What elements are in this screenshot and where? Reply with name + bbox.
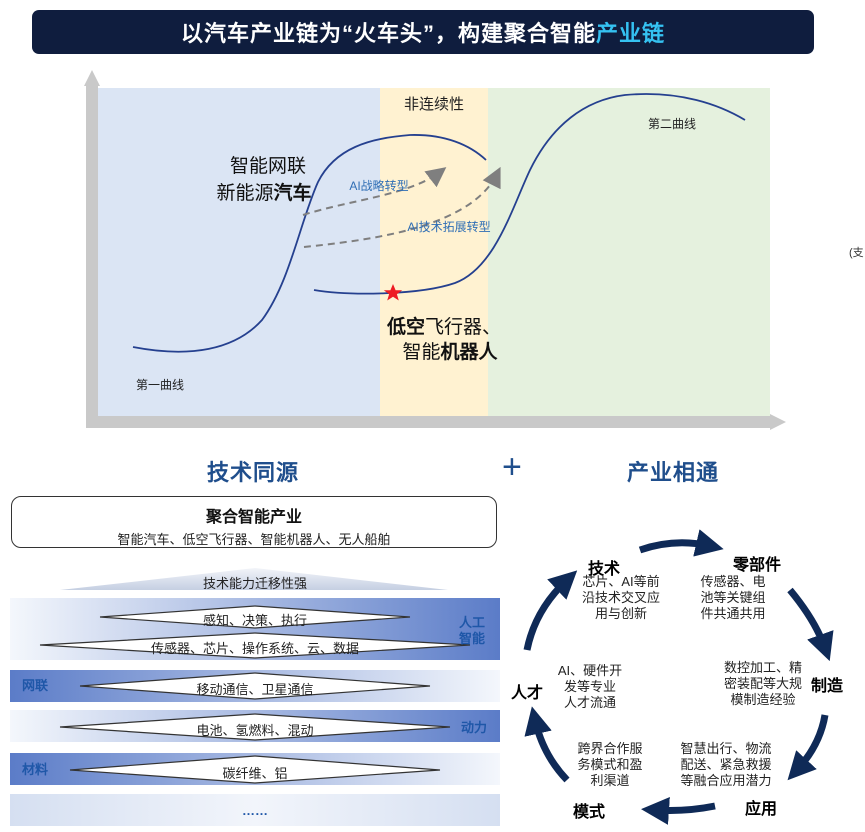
industry-cycle (523, 529, 834, 825)
second-curve-label: 第二曲线 (648, 117, 696, 131)
zone-second-curve (488, 88, 770, 416)
layer-text-4: 电池、氢燃料、混动 (196, 723, 314, 738)
tech-title: 技术 (588, 561, 621, 578)
layer-diamond-1 (99, 605, 411, 629)
new-industry-line1: 低空飞行器、 (386, 315, 501, 338)
zone-discontinuity (380, 88, 488, 416)
title-banner: 以汽车产业链为“火车头”，构建聚合智能产业链 (32, 10, 814, 54)
layer-diamond-5 (69, 755, 441, 784)
ellipsis: …… (242, 803, 268, 818)
arrow-talent-to-tech (523, 570, 578, 651)
car-label-line1: 智能网联 (230, 155, 306, 177)
car-label-line2: 新能源汽车 (216, 181, 311, 204)
x-axis (86, 416, 772, 428)
material-label: 材料 (22, 762, 49, 777)
manufacturing-title: 制造 (811, 678, 844, 695)
parts-title: 零部件 (733, 557, 782, 574)
banner-title-highlight: 产业链 (596, 21, 666, 46)
application-body: 智慧出行、物流 配送、紧急救援 等融合应用潜力 (680, 741, 772, 788)
layer-text-2: 传感器、芯片、操作系统、云、数据 (150, 641, 359, 656)
arrow-parts-to-manufacturing (787, 587, 834, 662)
ai-tech-arrow (303, 166, 501, 248)
manufacturing-body: 数控加工、精 密装配等大规 模制造经验 (723, 660, 802, 707)
cut-text: (支 (849, 246, 864, 259)
banner-title: 以汽车产业链为“火车头”，构建聚合智能 (180, 21, 596, 46)
layer-text-5: 碳纤维、铝 (222, 766, 288, 781)
first-curve-label: 第一曲线 (136, 378, 184, 392)
discontinuity-label: 非连续性 (404, 96, 464, 113)
arrow-tech-to-parts (638, 529, 724, 557)
parts-body: 传感器、电 池等关键组 件共通共用 (700, 574, 766, 621)
ai-label: 人工 智能 (459, 615, 486, 646)
y-axis-arrow (84, 70, 100, 86)
second-curve-line (313, 93, 746, 295)
right-section-title: 产业相通 (627, 460, 720, 485)
aggregated-industry-subtitle: 智能汽车、低空飞行器、智能机器人、无人船舶 (117, 532, 391, 547)
ai-strategy-label: AI战略转型 (349, 178, 408, 193)
layer-text-3: 移动通信、卫星通信 (196, 682, 314, 697)
power-label: 动力 (461, 720, 488, 735)
tech-body: 芯片、AI等前 沿技术交叉应 用与创新 (581, 574, 660, 621)
arrow-manufacturing-to-application (787, 714, 829, 781)
first-curve-line (132, 134, 487, 353)
ai-tech-label: AI技术拓展转型 (407, 219, 490, 234)
migration-label: 技术能力迁移性强 (202, 576, 307, 591)
left-section-title: 技术同源 (207, 460, 300, 485)
mode-title: 模式 (573, 804, 606, 821)
new-industry-line2: 智能机器人 (402, 341, 498, 363)
aggregated-industry-box: 聚合智能产业 智能汽车、低空飞行器、智能机器人、无人船舶 (11, 496, 497, 548)
star-icon (383, 284, 403, 301)
bottom-band (10, 794, 500, 826)
talent-title: 人才 (511, 685, 544, 702)
talent-body: AI、硬件开 发等专业 人才流通 (557, 663, 623, 710)
curve-diagram: 非连续性 第二曲线 第一曲线 智能网联 新能源汽车 AI战略转型 AI技术拓展转… (84, 70, 864, 430)
application-title: 应用 (745, 801, 778, 818)
layer-diamond-3 (79, 672, 431, 700)
tech-layers-diagram (10, 568, 500, 826)
layer-text-1: 感知、决策、执行 (202, 613, 307, 628)
y-axis (86, 84, 98, 420)
layer-diamond-4 (59, 713, 451, 741)
arrow-application-to-mode (641, 796, 716, 825)
layer-diamond-2 (39, 632, 471, 659)
arrow-mode-to-talent (524, 706, 570, 783)
zone-first-curve (94, 88, 380, 416)
x-axis-arrow (770, 414, 786, 430)
mode-body: 跨界合作服 务模式和盈 利渠道 (577, 741, 643, 788)
plus-sign: + (502, 448, 522, 486)
network-label: 网联 (22, 678, 49, 693)
migration-triangle (60, 568, 448, 590)
aggregated-industry-title: 聚合智能产业 (205, 509, 302, 526)
ai-strategy-arrow (302, 167, 447, 216)
